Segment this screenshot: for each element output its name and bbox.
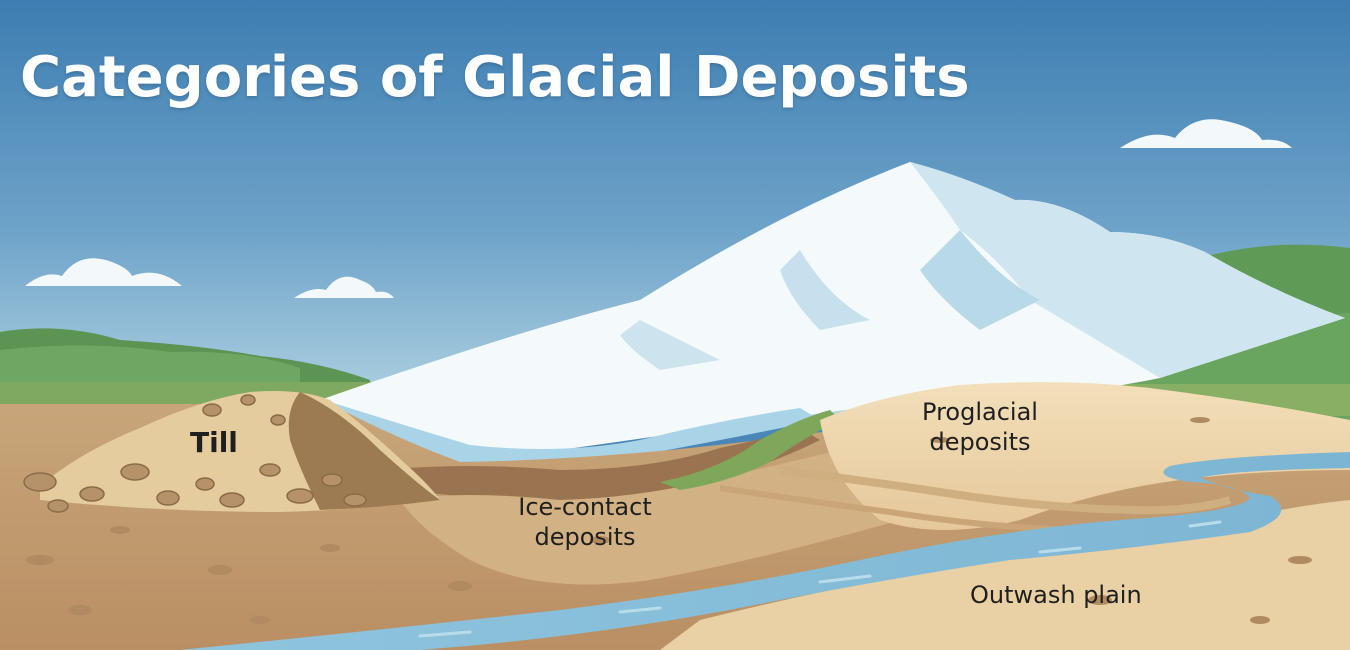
label-proglacial-deposits: Proglacial deposits	[880, 397, 1080, 457]
label-line: deposits	[534, 523, 636, 551]
label-outwash-plain: Outwash plain	[970, 581, 1142, 609]
ground-pebbles	[26, 417, 1312, 624]
grass-strip	[660, 410, 840, 490]
label-till: Till	[190, 426, 238, 459]
label-line: deposits	[929, 428, 1031, 456]
cloud	[1120, 119, 1292, 148]
river	[180, 452, 1350, 650]
terrace-line	[779, 466, 1232, 515]
label-line: Ice-contact	[518, 493, 652, 521]
page-title: Categories of Glacial Deposits	[20, 45, 970, 110]
ice-contact-bank	[380, 428, 820, 500]
ice-contact-deposits	[400, 450, 900, 585]
mountain-shadow	[910, 162, 1345, 378]
cloud	[25, 258, 182, 286]
hills-right	[1200, 244, 1350, 320]
river-highlights	[418, 520, 1222, 638]
mountain-shadow	[920, 230, 1040, 330]
mountain-shadow	[780, 250, 870, 330]
label-ice-contact-deposits: Ice-contact deposits	[470, 492, 700, 552]
till-rocks	[23, 394, 367, 513]
mountain-shadow	[620, 320, 720, 370]
glacier-tongue-shadow	[330, 402, 820, 469]
cloud	[294, 276, 394, 298]
label-line: Proglacial	[922, 398, 1038, 426]
